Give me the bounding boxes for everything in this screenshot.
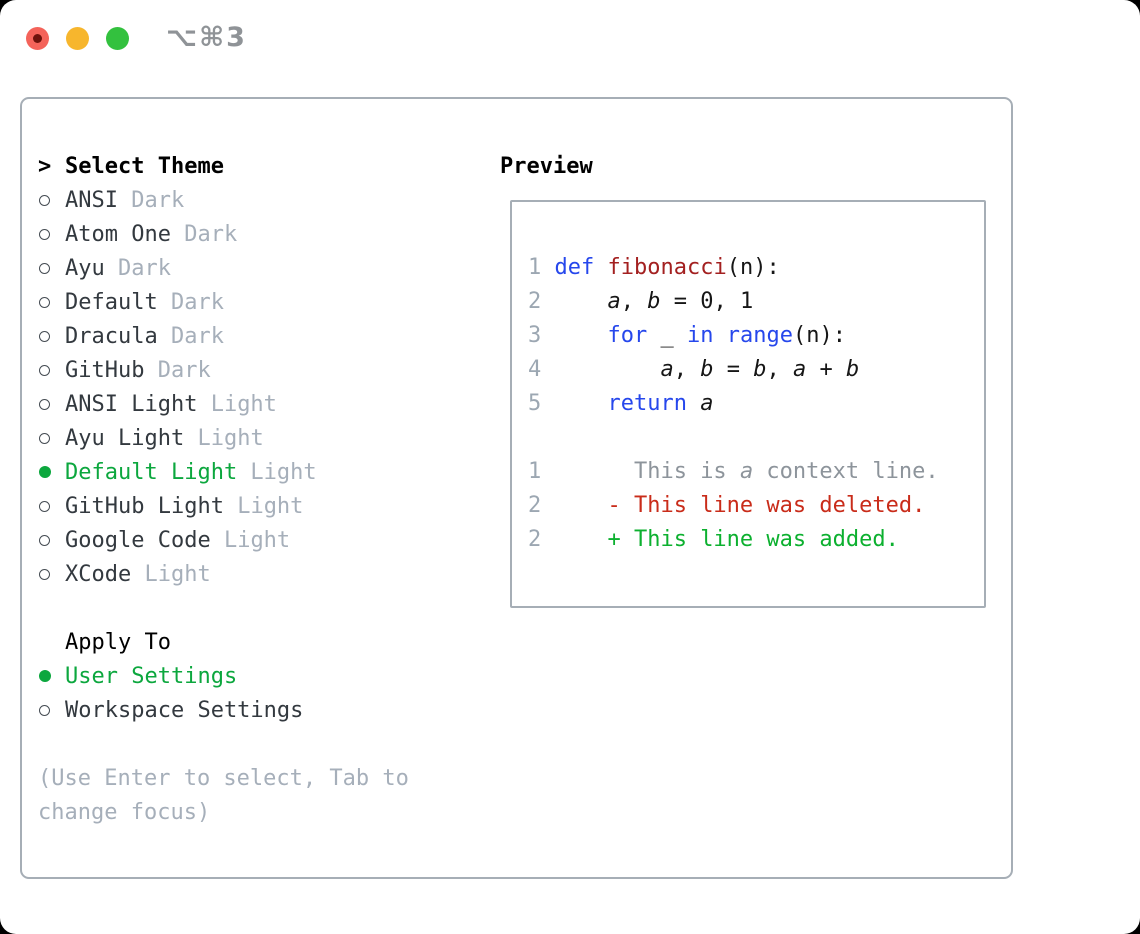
theme-option-dracula-dark[interactable]: Dracula Dark: [38, 319, 409, 353]
theme-option-atom-one-dark[interactable]: Atom One Dark: [38, 217, 409, 251]
preview-line: 2 + This line was added.: [528, 527, 899, 552]
preview-pane: 1 def fibonacci(n): 2 a, b = 0, 1 3 for _ …: [510, 200, 986, 608]
theme-option-ayu-dark[interactable]: Ayu Dark: [38, 251, 409, 285]
theme-name: Google Code: [65, 527, 211, 553]
spacer-row: [38, 727, 409, 761]
radio-icon: [38, 432, 65, 444]
theme-option-github-dark[interactable]: GitHub Dark: [38, 353, 409, 387]
theme-option-ansi-light-light[interactable]: ANSI Light Light: [38, 387, 409, 421]
theme-variant-tag: Light: [210, 527, 291, 553]
theme-name: Ayu: [65, 255, 105, 281]
window-title: ⌥⌘3: [166, 22, 247, 53]
line-number: 1: [528, 459, 542, 484]
preview-line: 3 for _ in range(n):: [528, 323, 846, 348]
radio-icon: [38, 330, 65, 342]
radio-selected-icon: [38, 670, 65, 682]
titlebar: ⌥⌘3: [0, 0, 1140, 78]
line-number: 2: [528, 493, 542, 518]
radio-icon: [38, 704, 65, 716]
theme-variant-tag: Dark: [170, 221, 238, 247]
theme-option-ansi-dark[interactable]: ANSI Dark: [38, 183, 409, 217]
theme-option-default-dark[interactable]: Default Dark: [38, 285, 409, 319]
theme-variant-tag: Light: [131, 561, 211, 587]
theme-variant-tag: Light: [197, 391, 277, 417]
preview-code: 1 def fibonacci(n): 2 a, b = 0, 1 3 for _ …: [528, 251, 984, 557]
unsaved-dot-icon: [33, 34, 42, 43]
theme-variant-tag: Dark: [117, 187, 185, 213]
theme-name: GitHub Light: [65, 493, 224, 519]
theme-variant-tag: Dark: [157, 323, 224, 349]
theme-name: ANSI Light: [65, 391, 198, 417]
select-theme-heading: > Select Theme: [38, 149, 409, 183]
theme-name: Ayu Light: [65, 425, 185, 451]
preview-line: 2 a, b = 0, 1: [528, 289, 754, 314]
radio-icon: [38, 228, 65, 240]
preview-line: 4 a, b = b, a + b: [528, 357, 860, 382]
apply-to-heading: Apply To: [38, 625, 409, 659]
zoom-button[interactable]: [106, 27, 129, 50]
apply-option-label: Workspace Settings: [65, 697, 304, 723]
radio-icon: [38, 194, 65, 206]
theme-name: Default: [65, 289, 158, 315]
theme-option-google-code-light[interactable]: Google Code Light: [38, 523, 409, 557]
preview-line: [528, 421, 984, 455]
line-number: 1: [528, 255, 542, 280]
theme-name: Default Light: [65, 459, 238, 485]
preview-line: 5 return a: [528, 391, 714, 416]
apply-option-label: User Settings: [65, 663, 238, 689]
preview-line: 1 This is a context line.: [528, 459, 939, 484]
focus-caret-icon: >: [38, 153, 52, 179]
preview-line: 1 def fibonacci(n):: [528, 255, 780, 280]
select-theme-heading-label: Select Theme: [65, 153, 224, 179]
line-number: 4: [528, 357, 542, 382]
apply-to-heading-label: Apply To: [65, 629, 171, 655]
line-number: 5: [528, 391, 542, 416]
apply-option-user-settings[interactable]: User Settings: [38, 659, 409, 693]
radio-icon: [38, 534, 65, 546]
minimize-button[interactable]: [66, 27, 89, 50]
radio-icon: [38, 296, 65, 308]
theme-variant-tag: Light: [223, 493, 304, 519]
theme-name: XCode: [65, 561, 132, 587]
radio-selected-icon: [38, 466, 65, 478]
theme-option-default-light-light[interactable]: Default Light Light: [38, 455, 409, 489]
line-number: 2: [528, 289, 542, 314]
line-number: 2: [528, 527, 542, 552]
theme-name: GitHub: [65, 357, 145, 383]
theme-option-github-light-light[interactable]: GitHub Light Light: [38, 489, 409, 523]
theme-name: ANSI: [65, 187, 118, 213]
spacer-row: [38, 591, 409, 625]
radio-icon: [38, 262, 65, 274]
close-button[interactable]: [26, 27, 49, 50]
theme-variant-tag: Dark: [104, 255, 171, 281]
theme-option-xcode-light[interactable]: XCode Light: [38, 557, 409, 591]
preview-line: 2 - This line was deleted.: [528, 493, 926, 518]
theme-variant-tag: Dark: [144, 357, 211, 383]
theme-name: Dracula: [65, 323, 158, 349]
theme-option-ayu-light-light[interactable]: Ayu Light Light: [38, 421, 409, 455]
help-text-line2: change focus): [38, 799, 211, 825]
theme-variant-tag: Light: [237, 459, 317, 485]
radio-icon: [38, 568, 65, 580]
preview-heading: Preview: [500, 153, 593, 179]
theme-variant-tag: Dark: [157, 289, 224, 315]
help-text-line1: (Use Enter to select, Tab to: [38, 765, 409, 791]
theme-variant-tag: Light: [184, 425, 264, 451]
theme-name: Atom One: [65, 221, 171, 247]
radio-icon: [38, 500, 65, 512]
apply-option-workspace-settings[interactable]: Workspace Settings: [38, 693, 409, 727]
radio-icon: [38, 364, 65, 376]
radio-icon: [38, 398, 65, 410]
line-number: 3: [528, 323, 542, 348]
